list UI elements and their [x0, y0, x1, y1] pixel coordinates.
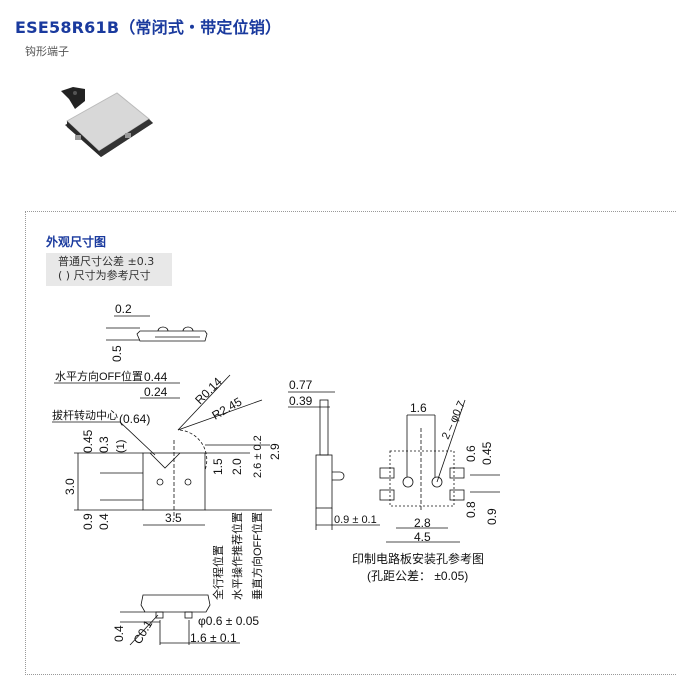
pcb-dim-4.5: 4.5	[414, 530, 431, 544]
bottom-dim-0.4: 0.4	[112, 625, 126, 642]
dim-1: (1)	[115, 440, 127, 453]
pcb-dim-0.8: 0.8	[464, 501, 478, 518]
label-lever-center: 拔杆转动中心	[52, 408, 118, 422]
top-dim-0.5: 0.5	[110, 345, 124, 362]
pcb-dim-0.9: 0.9	[485, 508, 499, 525]
dim-0.44: 0.44	[144, 370, 168, 384]
dim-0.3: 0.3	[97, 436, 111, 453]
top-dim-0.2: 0.2	[115, 302, 132, 316]
pcb-dim-0.45: 0.45	[480, 441, 494, 465]
dimension-drawing-panel	[25, 211, 677, 675]
note-line-1: 普通尺寸公差 ±0.3	[58, 255, 155, 268]
pcb-dim-1.6: 1.6	[410, 401, 427, 415]
dim-3.0: 3.0	[63, 478, 77, 495]
pin-pitch: 1.6 ± 0.1	[190, 631, 237, 645]
dim-2.9: 2.9	[268, 443, 282, 460]
label-full-stroke: 全行程位置	[211, 545, 225, 600]
dim-1.5: 1.5	[211, 458, 225, 475]
technical-drawing: 0.2 0.5 水平方向OFF位置 拔杆转动中心 0.44 0.24 R0.14…	[52, 302, 500, 647]
top-view: 0.2 0.5	[106, 302, 208, 362]
label-horizontal-off: 水平方向OFF位置	[55, 369, 143, 383]
dim-3.5: 3.5	[165, 511, 182, 525]
dim-2.6: 2.6 ± 0.2	[252, 435, 264, 478]
section-title: 外观尺寸图	[46, 235, 107, 249]
dim-0.45: 0.45	[81, 429, 95, 453]
pcb-dim-2.8: 2.8	[414, 516, 431, 530]
dim-0.64: (0.64)	[119, 412, 150, 426]
label-vertical-off: 垂直方向OFF位置	[250, 512, 264, 600]
tolerance-note: 普通尺寸公差 ±0.3 ( ) 尺寸为参考尺寸	[46, 253, 172, 286]
note-line-2: ( ) 尺寸为参考尺寸	[58, 269, 151, 282]
bottom-view: 0.4 C0.1 φ0.6 ± 0.05 1.6 ± 0.1	[112, 594, 259, 647]
dim-2.0: 2.0	[230, 458, 244, 475]
pcb-hole-dia: 2 – φ0.7	[440, 399, 468, 441]
product-title: ESE58R61B（常闭式・带定位销）	[15, 18, 282, 37]
label-horizontal-recommend: 水平操作推荐位置	[230, 512, 244, 600]
dim-0.24: 0.24	[144, 385, 168, 399]
side-dim-0.77: 0.77	[289, 378, 313, 392]
product-subtitle: 钩形端子	[25, 45, 69, 58]
dim-r2.45: R2.45	[210, 394, 245, 422]
side-dim-0.9: 0.9 ± 0.1	[334, 514, 377, 526]
pin-diameter: φ0.6 ± 0.05	[198, 614, 259, 628]
dim-0.4: 0.4	[97, 513, 111, 530]
product-photo	[61, 87, 153, 157]
pcb-caption: 印制电路板安装孔参考图	[352, 551, 484, 566]
dim-r0.14: R0.14	[192, 374, 225, 407]
side-view: 0.77 0.39 0.9 ± 0.1	[288, 378, 380, 530]
pcb-dim-0.6: 0.6	[464, 445, 478, 462]
pcb-layout: 1.6 2 – φ0.7 0.6 0.45 0.8 0.9 2.8 4.5 印制…	[352, 399, 500, 583]
dim-0.9: 0.9	[81, 513, 95, 530]
side-dim-0.39: 0.39	[289, 394, 313, 408]
front-view: 水平方向OFF位置 拔杆转动中心 0.44 0.24 R0.14 R2.45 (…	[52, 369, 282, 600]
pcb-caption-sub: (孔距公差： ±0.05)	[367, 569, 468, 583]
